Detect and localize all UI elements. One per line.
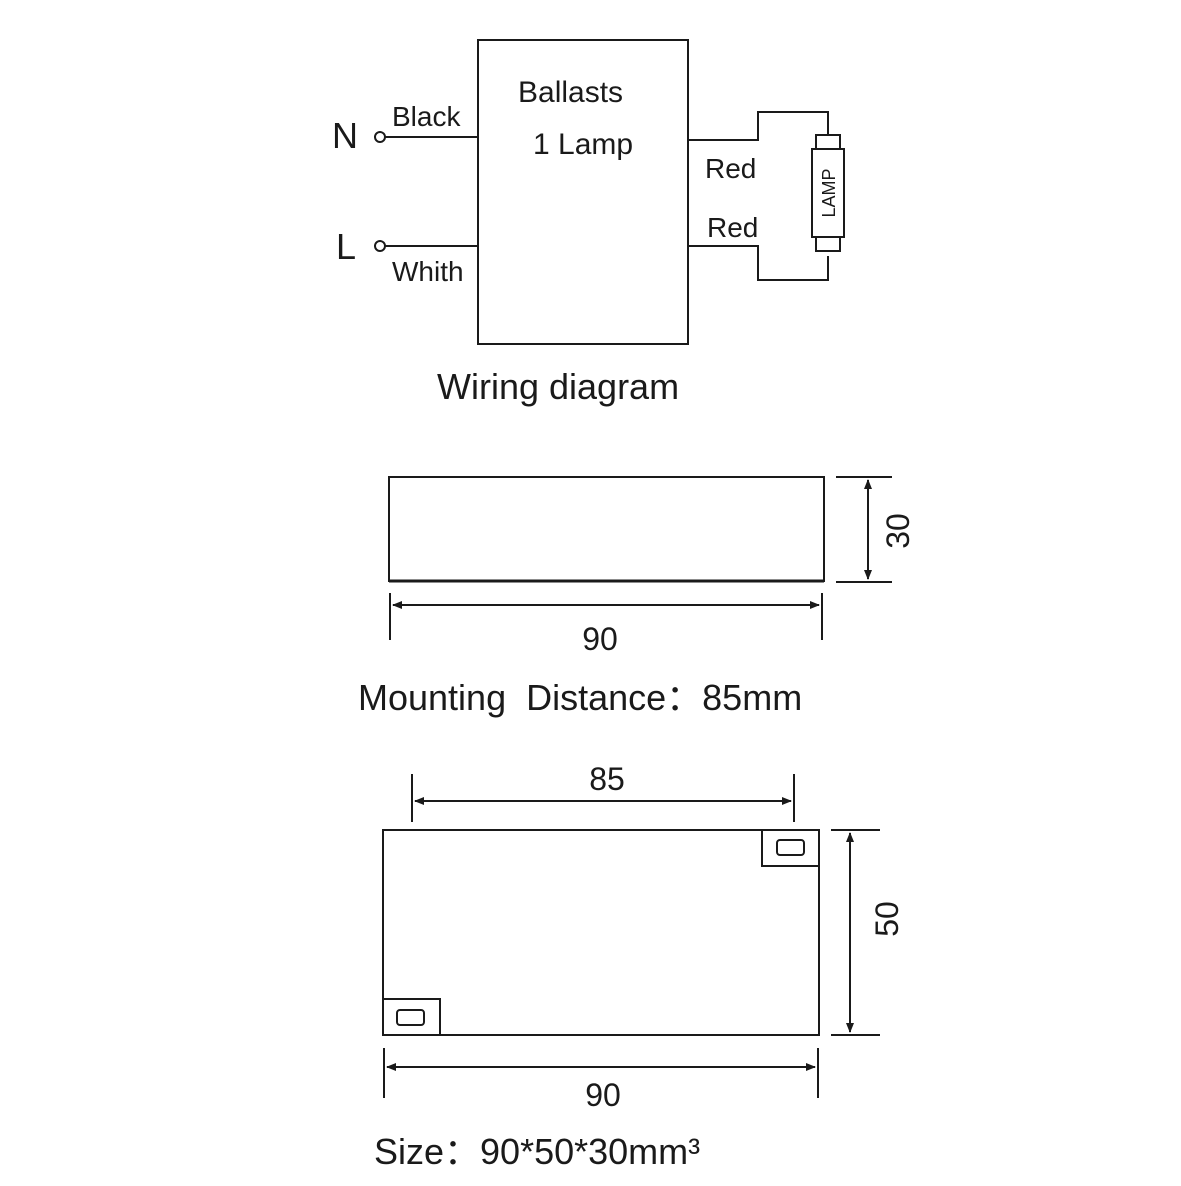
side-height-value: 30	[880, 513, 916, 549]
ballast-title: Ballasts	[518, 76, 623, 109]
n-terminal-icon	[374, 131, 386, 143]
side-view-body	[388, 476, 825, 582]
mounting-slot-bottom-left	[396, 1009, 425, 1026]
top-view-body	[382, 829, 820, 1036]
l-terminal-label: L	[336, 226, 356, 267]
ballast-subtitle: 1 Lamp	[533, 128, 633, 161]
mount-distance-value: 85	[589, 761, 625, 797]
red-wire-top-label: Red	[705, 153, 756, 184]
mounting-slot-top-right	[776, 839, 805, 856]
l-terminal-icon	[374, 240, 386, 252]
wiring-diagram: Ballasts 1 Lamp N Black L Whith Red Red …	[332, 39, 845, 407]
red-wire-top	[688, 111, 829, 141]
top-view: 85 50 90 Size：90*50*30mm³	[374, 761, 905, 1172]
lamp-label: LAMP	[819, 168, 839, 217]
top-width-value: 90	[585, 1077, 621, 1113]
side-view: 90 30 Mounting Distance：85mm	[358, 476, 916, 718]
n-terminal-label: N	[332, 115, 358, 156]
side-width-value: 90	[582, 621, 618, 657]
mounting-tab-bottom-left	[382, 998, 441, 1036]
red-wire-bottom-label: Red	[707, 212, 758, 243]
black-wire-label: Black	[392, 101, 461, 132]
ballast-box	[477, 39, 689, 345]
size-caption: Size：90*50*30mm³	[374, 1131, 700, 1172]
white-wire-label: Whith	[392, 256, 464, 287]
mounting-distance-caption: Mounting Distance：85mm	[358, 677, 802, 718]
wiring-caption: Wiring diagram	[437, 366, 679, 407]
depth-value: 50	[869, 901, 905, 937]
mounting-tab-top-right	[761, 829, 820, 867]
red-wire-bottom	[688, 245, 829, 281]
lamp-icon: LAMP	[811, 134, 845, 252]
